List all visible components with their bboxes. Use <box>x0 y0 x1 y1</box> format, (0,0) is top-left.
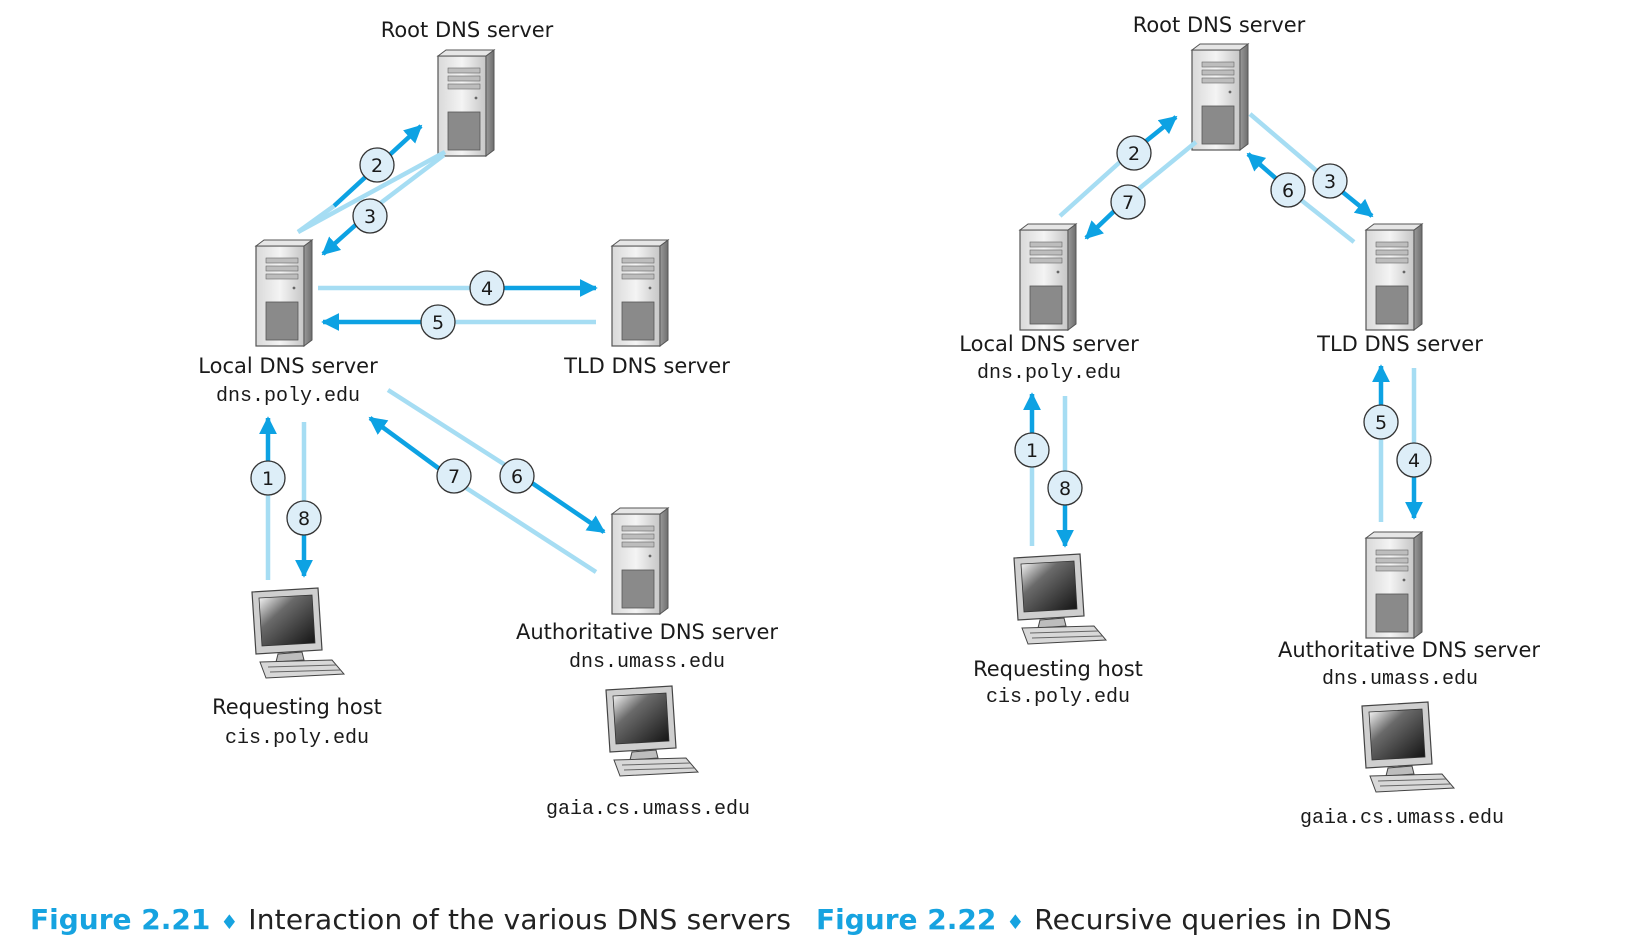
step-badge-7: 7 <box>1110 184 1146 220</box>
local-dns-hostname: dns.poly.edu <box>977 362 1121 385</box>
caption-text: Interaction of the various DNS servers <box>248 903 792 936</box>
tld-dns-server-icon <box>611 239 669 347</box>
svg-text:8: 8 <box>1059 478 1071 500</box>
local-dns-server-label: Local DNS server <box>959 332 1139 356</box>
target-hostname: gaia.cs.umass.edu <box>1300 807 1504 830</box>
step-badge-7: 7 <box>436 458 472 494</box>
target-host-computer-icon <box>1361 701 1455 793</box>
arrow-7-tail <box>458 482 598 574</box>
tld-dns-server-label: TLD DNS server <box>1316 332 1483 356</box>
svg-text:6: 6 <box>1282 180 1294 202</box>
svg-text:3: 3 <box>1324 171 1336 193</box>
local-dns-hostname: dns.poly.edu <box>216 385 360 408</box>
caption-text: Recursive queries in DNS <box>1034 903 1392 936</box>
diamond-separator-icon: ♦ <box>1006 910 1025 934</box>
local-dns-server-label: Local DNS server <box>198 354 378 378</box>
svg-text:7: 7 <box>1122 192 1134 214</box>
requesting-hostname: cis.poly.edu <box>986 686 1130 709</box>
svg-text:3: 3 <box>364 206 376 228</box>
arrow-2-tail <box>1058 160 1122 218</box>
root-dns-server-icon <box>437 49 495 157</box>
requesting-host-label: Requesting host <box>973 657 1143 681</box>
svg-text:6: 6 <box>511 466 523 488</box>
authoritative-dns-server-label: Authoritative DNS server <box>1278 638 1540 662</box>
step-badge-3: 3 <box>352 198 388 234</box>
figure-number: Figure 2.22 <box>816 903 997 936</box>
step-badge-6: 6 <box>499 458 535 494</box>
root-dns-server-label: Root DNS server <box>381 18 554 42</box>
step-badge-6: 6 <box>1270 172 1306 208</box>
local-dns-server-icon <box>255 239 313 347</box>
step-badge-8: 8 <box>1047 470 1083 506</box>
target-hostname: gaia.cs.umass.edu <box>546 798 750 821</box>
svg-text:8: 8 <box>298 508 310 530</box>
authoritative-dns-server-icon <box>611 507 669 615</box>
diamond-separator-icon: ♦ <box>220 910 239 934</box>
target-host-computer-icon <box>605 685 699 777</box>
step-badge-2: 2 <box>359 147 395 183</box>
step-badge-3: 3 <box>1312 163 1348 199</box>
authoritative-dns-hostname: dns.umass.edu <box>569 651 725 674</box>
step-badge-5: 5 <box>1363 404 1399 440</box>
arrow-3-tail <box>376 153 446 207</box>
arrow-6-tail <box>1294 194 1356 244</box>
svg-text:4: 4 <box>481 278 493 300</box>
tld-dns-server-icon <box>1365 223 1423 331</box>
authoritative-dns-server-icon <box>1365 531 1423 639</box>
svg-text:2: 2 <box>1128 143 1140 165</box>
svg-text:7: 7 <box>448 466 460 488</box>
step-badge-1: 1 <box>1014 432 1050 468</box>
tld-dns-server-label: TLD DNS server <box>563 354 730 378</box>
figure-2-21-caption: Figure 2.21 ♦ Interaction of the various D… <box>30 900 791 940</box>
root-dns-server-icon <box>1191 43 1249 151</box>
svg-text:5: 5 <box>1375 412 1387 434</box>
figure-2-22-caption: Figure 2.22 ♦ Recursive queries in DNS <box>816 900 1392 940</box>
requesting-host-computer-icon <box>251 587 345 679</box>
step-badge-4: 4 <box>469 270 505 306</box>
arrow-2-tail <box>296 150 447 234</box>
local-dns-server-icon <box>1019 223 1077 331</box>
svg-text:4: 4 <box>1408 450 1420 472</box>
requesting-hostname: cis.poly.edu <box>225 727 369 750</box>
figure-2-22: 2 7 3 6 1 8 5 4 Root DNS server Local DN… <box>959 13 1540 830</box>
arrow-7-tail <box>1128 140 1198 198</box>
arrow-6-tail <box>386 388 512 470</box>
step-badge-4: 4 <box>1396 442 1432 478</box>
svg-text:2: 2 <box>371 155 383 177</box>
step-badge-5: 5 <box>420 304 456 340</box>
arrow-3-tail <box>1248 112 1320 174</box>
figure-2-21: 2 3 4 5 6 7 1 8 Root DNS server Local DN… <box>198 18 778 821</box>
requesting-host-label: Requesting host <box>212 695 382 719</box>
svg-text:1: 1 <box>1026 440 1038 462</box>
root-dns-server-label: Root DNS server <box>1133 13 1306 37</box>
authoritative-dns-hostname: dns.umass.edu <box>1322 668 1478 691</box>
figure-number: Figure 2.21 <box>30 903 211 936</box>
step-badge-8: 8 <box>286 500 322 536</box>
authoritative-dns-server-label: Authoritative DNS server <box>516 620 778 644</box>
step-badge-1: 1 <box>250 460 286 496</box>
svg-text:5: 5 <box>432 312 444 334</box>
svg-text:1: 1 <box>262 468 274 490</box>
step-badge-2: 2 <box>1116 135 1152 171</box>
requesting-host-computer-icon <box>1013 553 1107 645</box>
